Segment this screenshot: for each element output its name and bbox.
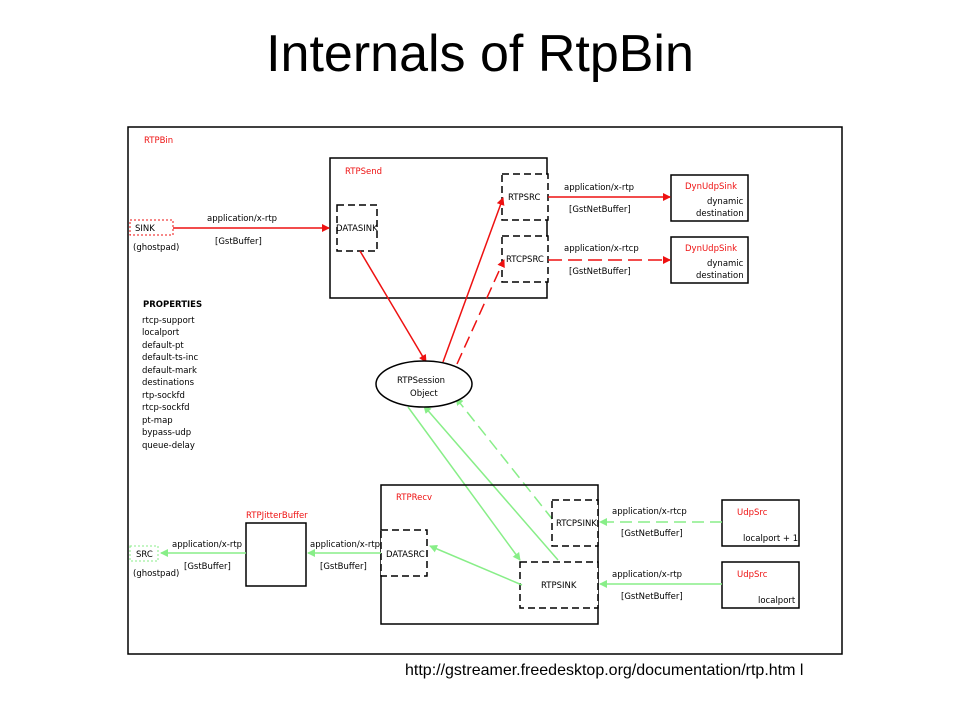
- sink-ghostpad: [129, 219, 174, 236]
- property-item: default-mark: [142, 366, 197, 376]
- rtpsink-to-session-arrow: [423, 405, 559, 561]
- rtcpsink-to-session-arrow: [455, 397, 554, 521]
- rtcp-out-caps: application/x-rtcp: [564, 244, 639, 254]
- property-item: destinations: [142, 378, 195, 388]
- datasink-label: DATASINK: [336, 224, 378, 234]
- datasrc-label: DATASRC: [386, 550, 425, 560]
- property-item: rtp-sockfd: [142, 391, 185, 401]
- source-url[interactable]: http://gstreamer.freedesktop.org/documen…: [405, 662, 804, 679]
- property-item: bypass-udp: [142, 428, 191, 438]
- dynudpsink-1-line2: destination: [696, 209, 744, 219]
- jitterbuffer-box: [245, 522, 307, 587]
- recv-out-type: [GstBuffer]: [320, 562, 367, 572]
- properties-heading: PROPERTIES: [143, 300, 202, 310]
- datasrc-pad: [380, 529, 428, 577]
- rtp-out-type: [GstNetBuffer]: [569, 205, 631, 215]
- rtcpsrc-pad: [501, 235, 549, 283]
- rtprecv-label: RTPRecv: [396, 493, 432, 503]
- rtpbin-box: [127, 126, 843, 655]
- session-to-rtpsrc-arrow: [442, 197, 505, 363]
- dynudpsink-2-line2: destination: [696, 271, 744, 281]
- udpsrc-2-box: [721, 561, 800, 609]
- rtpsession-object: [375, 360, 473, 408]
- src-label: SRC: [136, 550, 153, 560]
- rtpsink-label: RTPSINK: [541, 581, 577, 591]
- rtcpsink-pad: [551, 499, 599, 547]
- udpsrc-1-port: localport + 1: [743, 534, 798, 544]
- property-item: default-pt: [142, 341, 184, 351]
- datasink-pad: [336, 204, 378, 252]
- dynudpsink-1-title: DynUdpSink: [685, 182, 737, 192]
- rtpsession-line1: RTPSession: [397, 376, 445, 386]
- slide-title: Internals of RtpBin: [266, 25, 694, 83]
- rtpsession-line2: Object: [410, 389, 438, 399]
- property-item: queue-delay: [142, 441, 195, 451]
- jitterbuffer-label: RTPJitterBuffer: [246, 511, 308, 521]
- rtp-in-caps: application/x-rtp: [612, 570, 682, 580]
- rtpsrc-label: RTPSRC: [508, 193, 540, 203]
- rtcpsink-label: RTCPSINK: [556, 519, 597, 529]
- jitter-out-type: [GstBuffer]: [184, 562, 231, 572]
- session-to-rtcpsrc-arrow: [456, 259, 505, 365]
- datasink-to-session-arrow: [359, 250, 427, 363]
- src-note: (ghostpad): [133, 569, 179, 579]
- udpsrc-1-box: [721, 499, 800, 547]
- rtpsink-to-datasrc-arrow: [429, 545, 523, 586]
- property-item: default-ts-inc: [142, 353, 199, 363]
- dynudpsink-1-box: [670, 174, 749, 222]
- rtpsink-pad: [519, 561, 599, 609]
- rtcp-in-type: [GstNetBuffer]: [621, 529, 683, 539]
- udpsrc-2-title: UdpSrc: [737, 570, 768, 580]
- dynudpsink-1-line1: dynamic: [707, 197, 744, 207]
- property-item: rtcp-support: [142, 316, 195, 326]
- sink-link-type: [GstBuffer]: [215, 237, 262, 247]
- jitter-out-caps: application/x-rtp: [172, 540, 242, 550]
- dynudpsink-2-line1: dynamic: [707, 259, 744, 269]
- udpsrc-1-title: UdpSrc: [737, 508, 768, 518]
- rtpsend-label: RTPSend: [345, 167, 382, 177]
- dynudpsink-2-box: [670, 236, 749, 284]
- rtp-out-caps: application/x-rtp: [564, 183, 634, 193]
- session-to-rtpsink-arrow: [407, 406, 521, 561]
- rtcp-out-type: [GstNetBuffer]: [569, 267, 631, 277]
- sink-note: (ghostpad): [133, 243, 179, 253]
- dynudpsink-2-title: DynUdpSink: [685, 244, 737, 254]
- sink-label: SINK: [135, 224, 155, 234]
- sink-link-caps: application/x-rtp: [207, 214, 277, 224]
- rtcpsrc-label: RTCPSRC: [506, 255, 544, 265]
- property-item: rtcp-sockfd: [142, 403, 190, 413]
- udpsrc-2-port: localport: [758, 596, 796, 606]
- property-item: pt-map: [142, 416, 173, 426]
- property-item: localport: [142, 328, 180, 338]
- recv-out-caps: application/x-rtp: [310, 540, 380, 550]
- rtp-in-type: [GstNetBuffer]: [621, 592, 683, 602]
- src-ghostpad: [129, 545, 159, 562]
- rtcp-in-caps: application/x-rtcp: [612, 507, 687, 517]
- rtpsend-box: [329, 157, 548, 299]
- rtpbin-label: RTPBin: [144, 136, 173, 146]
